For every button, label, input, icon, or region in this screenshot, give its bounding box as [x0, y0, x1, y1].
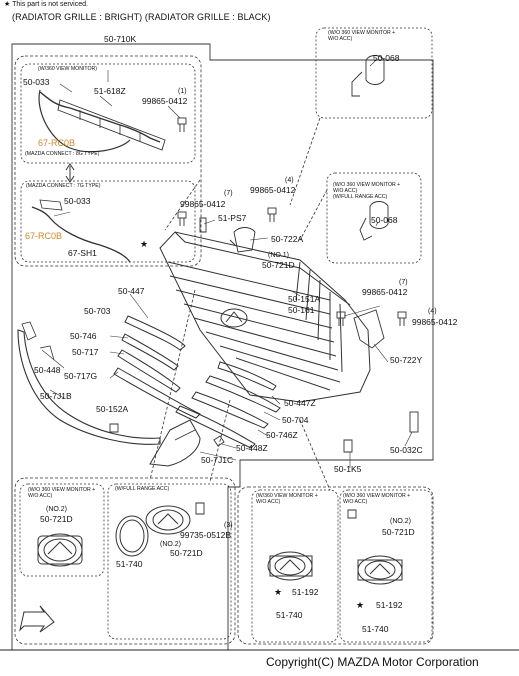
no-2: (NO.2) [46, 506, 67, 513]
part-50-032C: 50-032C [390, 445, 423, 455]
qty-3: (3) [224, 522, 233, 529]
part-50-710K: 50-710K [104, 34, 137, 44]
lower-trim-right [149, 419, 201, 467]
part-50-161: 50-161 [288, 305, 315, 315]
group-br-b-box [339, 489, 433, 643]
caption-bl-wo360: (W/O 360 VIEW MONITOR + W/O ACC) [28, 487, 96, 499]
not-serviced-note: ★ This part is not serviced. [4, 1, 88, 8]
part-99865-0412: 99865-0412 [412, 317, 458, 327]
part-50-068: 50-068 [371, 215, 398, 225]
part-50-447Z: 50-447Z [284, 398, 316, 408]
part-50-703: 50-703 [84, 306, 111, 316]
caption-wo360-a: (W/O 360 VIEW MONITOR + W/O ACC) [328, 30, 396, 42]
part-50-7J1B: 50-7J1B [40, 391, 72, 401]
part-50-746: 50-746 [70, 331, 97, 341]
part-51-740: 51-740 [116, 559, 143, 569]
part-51-PS7: 51-PS7 [218, 213, 247, 223]
part-50-7J1C: 50-7J1C [201, 455, 234, 465]
caption-br-wo360: (W/O 360 VIEW MONITOR + W/O ACC) [343, 493, 411, 505]
caption-wo360-b: (W/O 360 VIEW MONITOR + W/O ACC) (W/FULL… [333, 182, 401, 200]
part-50-068: 50-068 [373, 53, 400, 63]
caption-mc8: (MAZDA CONNECT : 8G TYPE) [25, 151, 100, 157]
part-99865-0412: 99865-0412 [180, 199, 226, 209]
part-50-746Z: 50-746Z [266, 430, 298, 440]
part-50-722A: 50-722A [271, 234, 304, 244]
no-1: (NO.1) [268, 252, 289, 259]
chrome-bars [113, 315, 281, 449]
group-br-a-box [251, 489, 339, 643]
part-50-033: 50-033 [23, 77, 50, 87]
caption-br-w360: (W/360 VIEW MONITOR + W/O ACC) [256, 493, 318, 505]
no-2: (NO.2) [160, 541, 181, 548]
part-50-721D: 50-721D [262, 260, 295, 270]
group-bl-a-box [19, 483, 105, 577]
caption-w360: (W/360 VIEW MONITOR) [38, 66, 97, 72]
part-67-SH1: 67-SH1 [68, 248, 97, 258]
part-50-721D: 50-721D [40, 514, 73, 524]
part-50-447: 50-447 [118, 286, 145, 296]
star-icon: ★ [140, 239, 149, 249]
part-50-721D: 50-721D [382, 527, 415, 537]
qty-7: (7) [224, 190, 233, 197]
part-50-717G: 50-717G [64, 371, 98, 381]
part-50-721D: 50-721D [170, 548, 203, 558]
part-50-151A: 50-151A [288, 294, 321, 304]
part-99735-0512B: 99735-0512B [180, 530, 232, 540]
part-50-448: 50-448 [34, 365, 61, 375]
qty-4: (4) [285, 177, 294, 184]
qty-4: (4) [428, 308, 437, 315]
part-67-RC0B: 67-RC0B [25, 231, 63, 241]
part-51-192: 51-192 [292, 587, 319, 597]
group-w360-box [14, 55, 202, 267]
part-51-740: 51-740 [362, 624, 389, 634]
part-99865-0412: 99865-0412 [362, 287, 408, 297]
part-51-740: 51-740 [276, 610, 303, 620]
copyright: Copyright(C) MAZDA Motor Corporation [266, 655, 479, 669]
part-50-152A: 50-152A [96, 404, 129, 414]
part-50-704: 50-704 [282, 415, 309, 425]
group-mc8-box [20, 63, 196, 164]
part-50-717: 50-717 [72, 347, 99, 357]
part-50-1K5: 50-1K5 [334, 464, 362, 474]
group-bl-box [14, 477, 236, 645]
no-2: (NO.2) [390, 518, 411, 525]
qty-7: (7) [399, 279, 408, 286]
header-title: (RADIATOR GRILLE : BRIGHT) (RADIATOR GRI… [12, 12, 271, 22]
group-bl-b-box [107, 483, 232, 640]
harness-7g [31, 206, 131, 263]
part-51-192: 51-192 [376, 600, 403, 610]
lower-trim-left [17, 329, 161, 445]
star-icon: ★ [274, 587, 283, 597]
group-wo360-b-box [326, 172, 422, 264]
caption-bl-full: (W/FULL RANGE ACC) [115, 486, 170, 492]
emblems [37, 505, 403, 585]
part-99865-0412: 99865-0412 [250, 185, 296, 195]
part-99865-0412: 99865-0412 [142, 96, 188, 106]
grille-body [159, 231, 371, 403]
front-arrow-icon [19, 605, 55, 633]
group-mc7-box [20, 180, 196, 263]
star-icon: ★ [356, 600, 365, 610]
note-text: This part is not serviced. [12, 1, 88, 8]
star-icon: ★ [4, 1, 11, 8]
part-50-722Y: 50-722Y [390, 355, 423, 365]
caption-mc7: (MAZDA CONNECT : 7G TYPE) [26, 183, 101, 189]
part-67-RC0B: 67-RC0B [38, 138, 76, 148]
part-50-448Z: 50-448Z [236, 443, 268, 453]
group-br-box [237, 486, 434, 645]
part-51-618Z: 51-618Z [94, 86, 126, 96]
qty-1: (1) [178, 88, 187, 95]
group-wo360-a-box [315, 27, 433, 119]
part-50-033: 50-033 [64, 196, 91, 206]
